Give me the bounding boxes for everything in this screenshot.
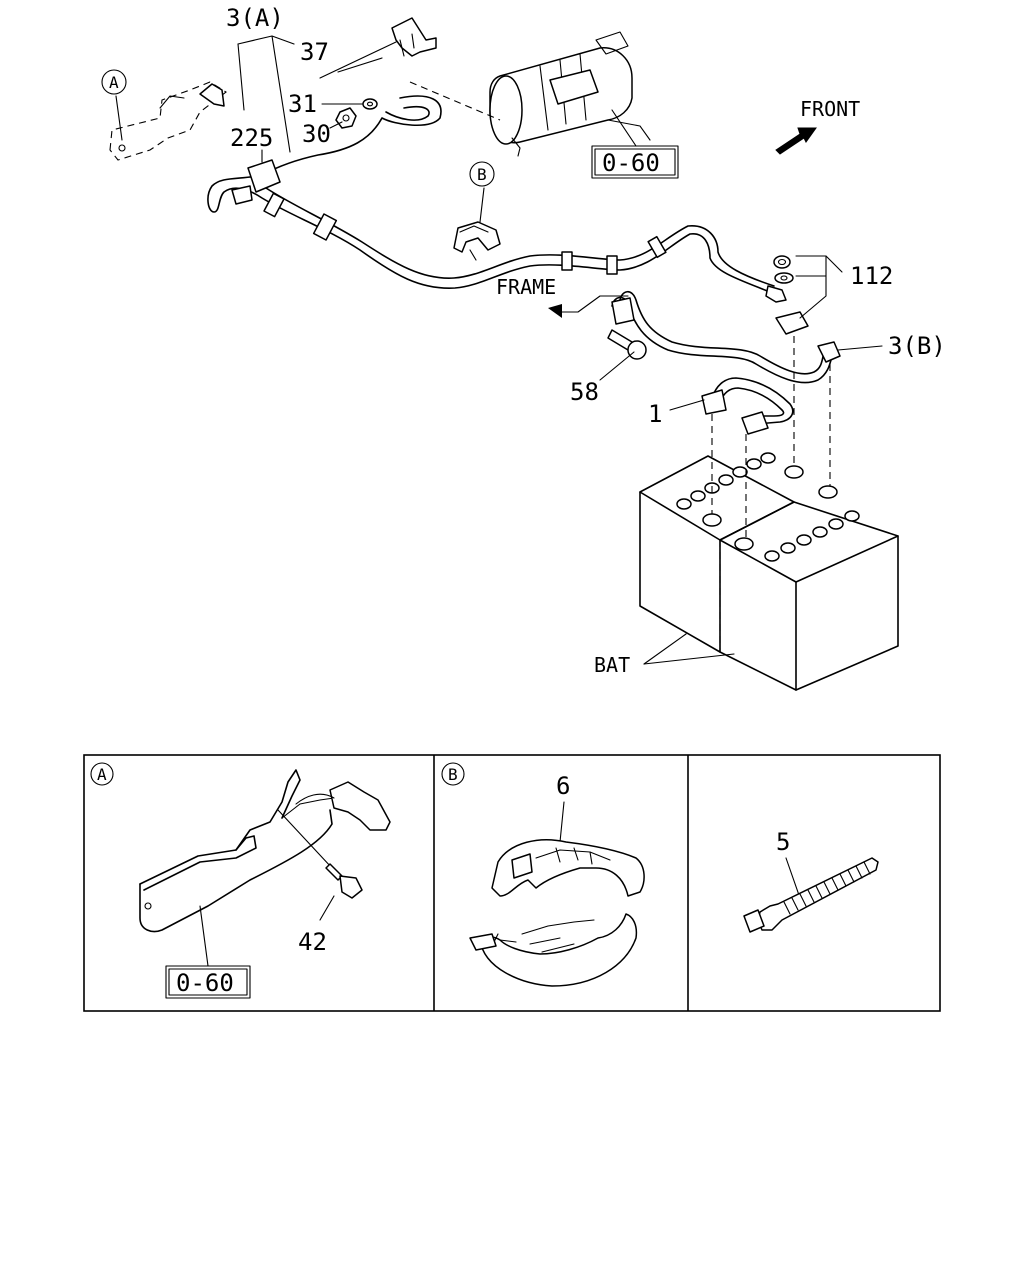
leader-lines	[115, 35, 883, 665]
battery-cable-a	[207, 95, 787, 303]
panel-a-bracket: A 42 0-60	[90, 762, 391, 999]
detail-panels	[83, 754, 941, 1012]
callout-112: 112	[850, 262, 893, 290]
circle-a-main: A	[101, 69, 127, 95]
callout-42: 42	[298, 928, 327, 956]
nut-30	[335, 107, 357, 129]
callout-225: 225	[230, 124, 273, 152]
ref-detail-text: 0-60	[176, 969, 234, 997]
panel-cable-tie: 5	[743, 828, 879, 933]
front-label: FRONT	[800, 97, 860, 121]
circle-a-panel-text: A	[97, 765, 107, 784]
callout-3a: 3(A)	[226, 4, 284, 32]
front-arrow-icon	[775, 127, 817, 155]
callout-30: 30	[302, 120, 331, 148]
circle-b-main: B	[469, 161, 495, 187]
washer-31	[362, 98, 378, 110]
battery-cable-1	[701, 377, 794, 435]
circle-b-panel-text: B	[448, 765, 458, 784]
battery-caps-right	[764, 510, 860, 562]
callout-31: 31	[288, 90, 317, 118]
clip-b-assembly	[453, 221, 501, 261]
circle-b-main-text: B	[477, 165, 487, 184]
circle-a-main-text: A	[109, 73, 119, 92]
frame-label: FRAME	[496, 275, 556, 299]
bracket-a-assembly	[109, 81, 227, 161]
battery-cable-b	[611, 290, 841, 384]
bolt-58	[607, 329, 647, 360]
battery-caps-left	[676, 452, 776, 510]
callout-58: 58	[570, 378, 599, 406]
ref-top-text: 0-60	[602, 149, 660, 177]
callout-37: 37	[300, 38, 329, 66]
battery-terminals	[702, 465, 838, 551]
ref-box-top: 0-60	[591, 145, 679, 179]
callout-3b: 3(B)	[888, 332, 946, 360]
frame-arrow-icon	[548, 295, 629, 318]
bat-label: BAT	[594, 653, 630, 677]
panel-b-clip: B 6	[441, 762, 645, 987]
callout-1: 1	[648, 400, 662, 428]
battery-assembly	[639, 336, 899, 691]
starter-motor	[409, 31, 651, 157]
callout-6: 6	[556, 772, 570, 800]
callout-5: 5	[776, 828, 790, 856]
terminal-cover-37	[319, 17, 437, 79]
